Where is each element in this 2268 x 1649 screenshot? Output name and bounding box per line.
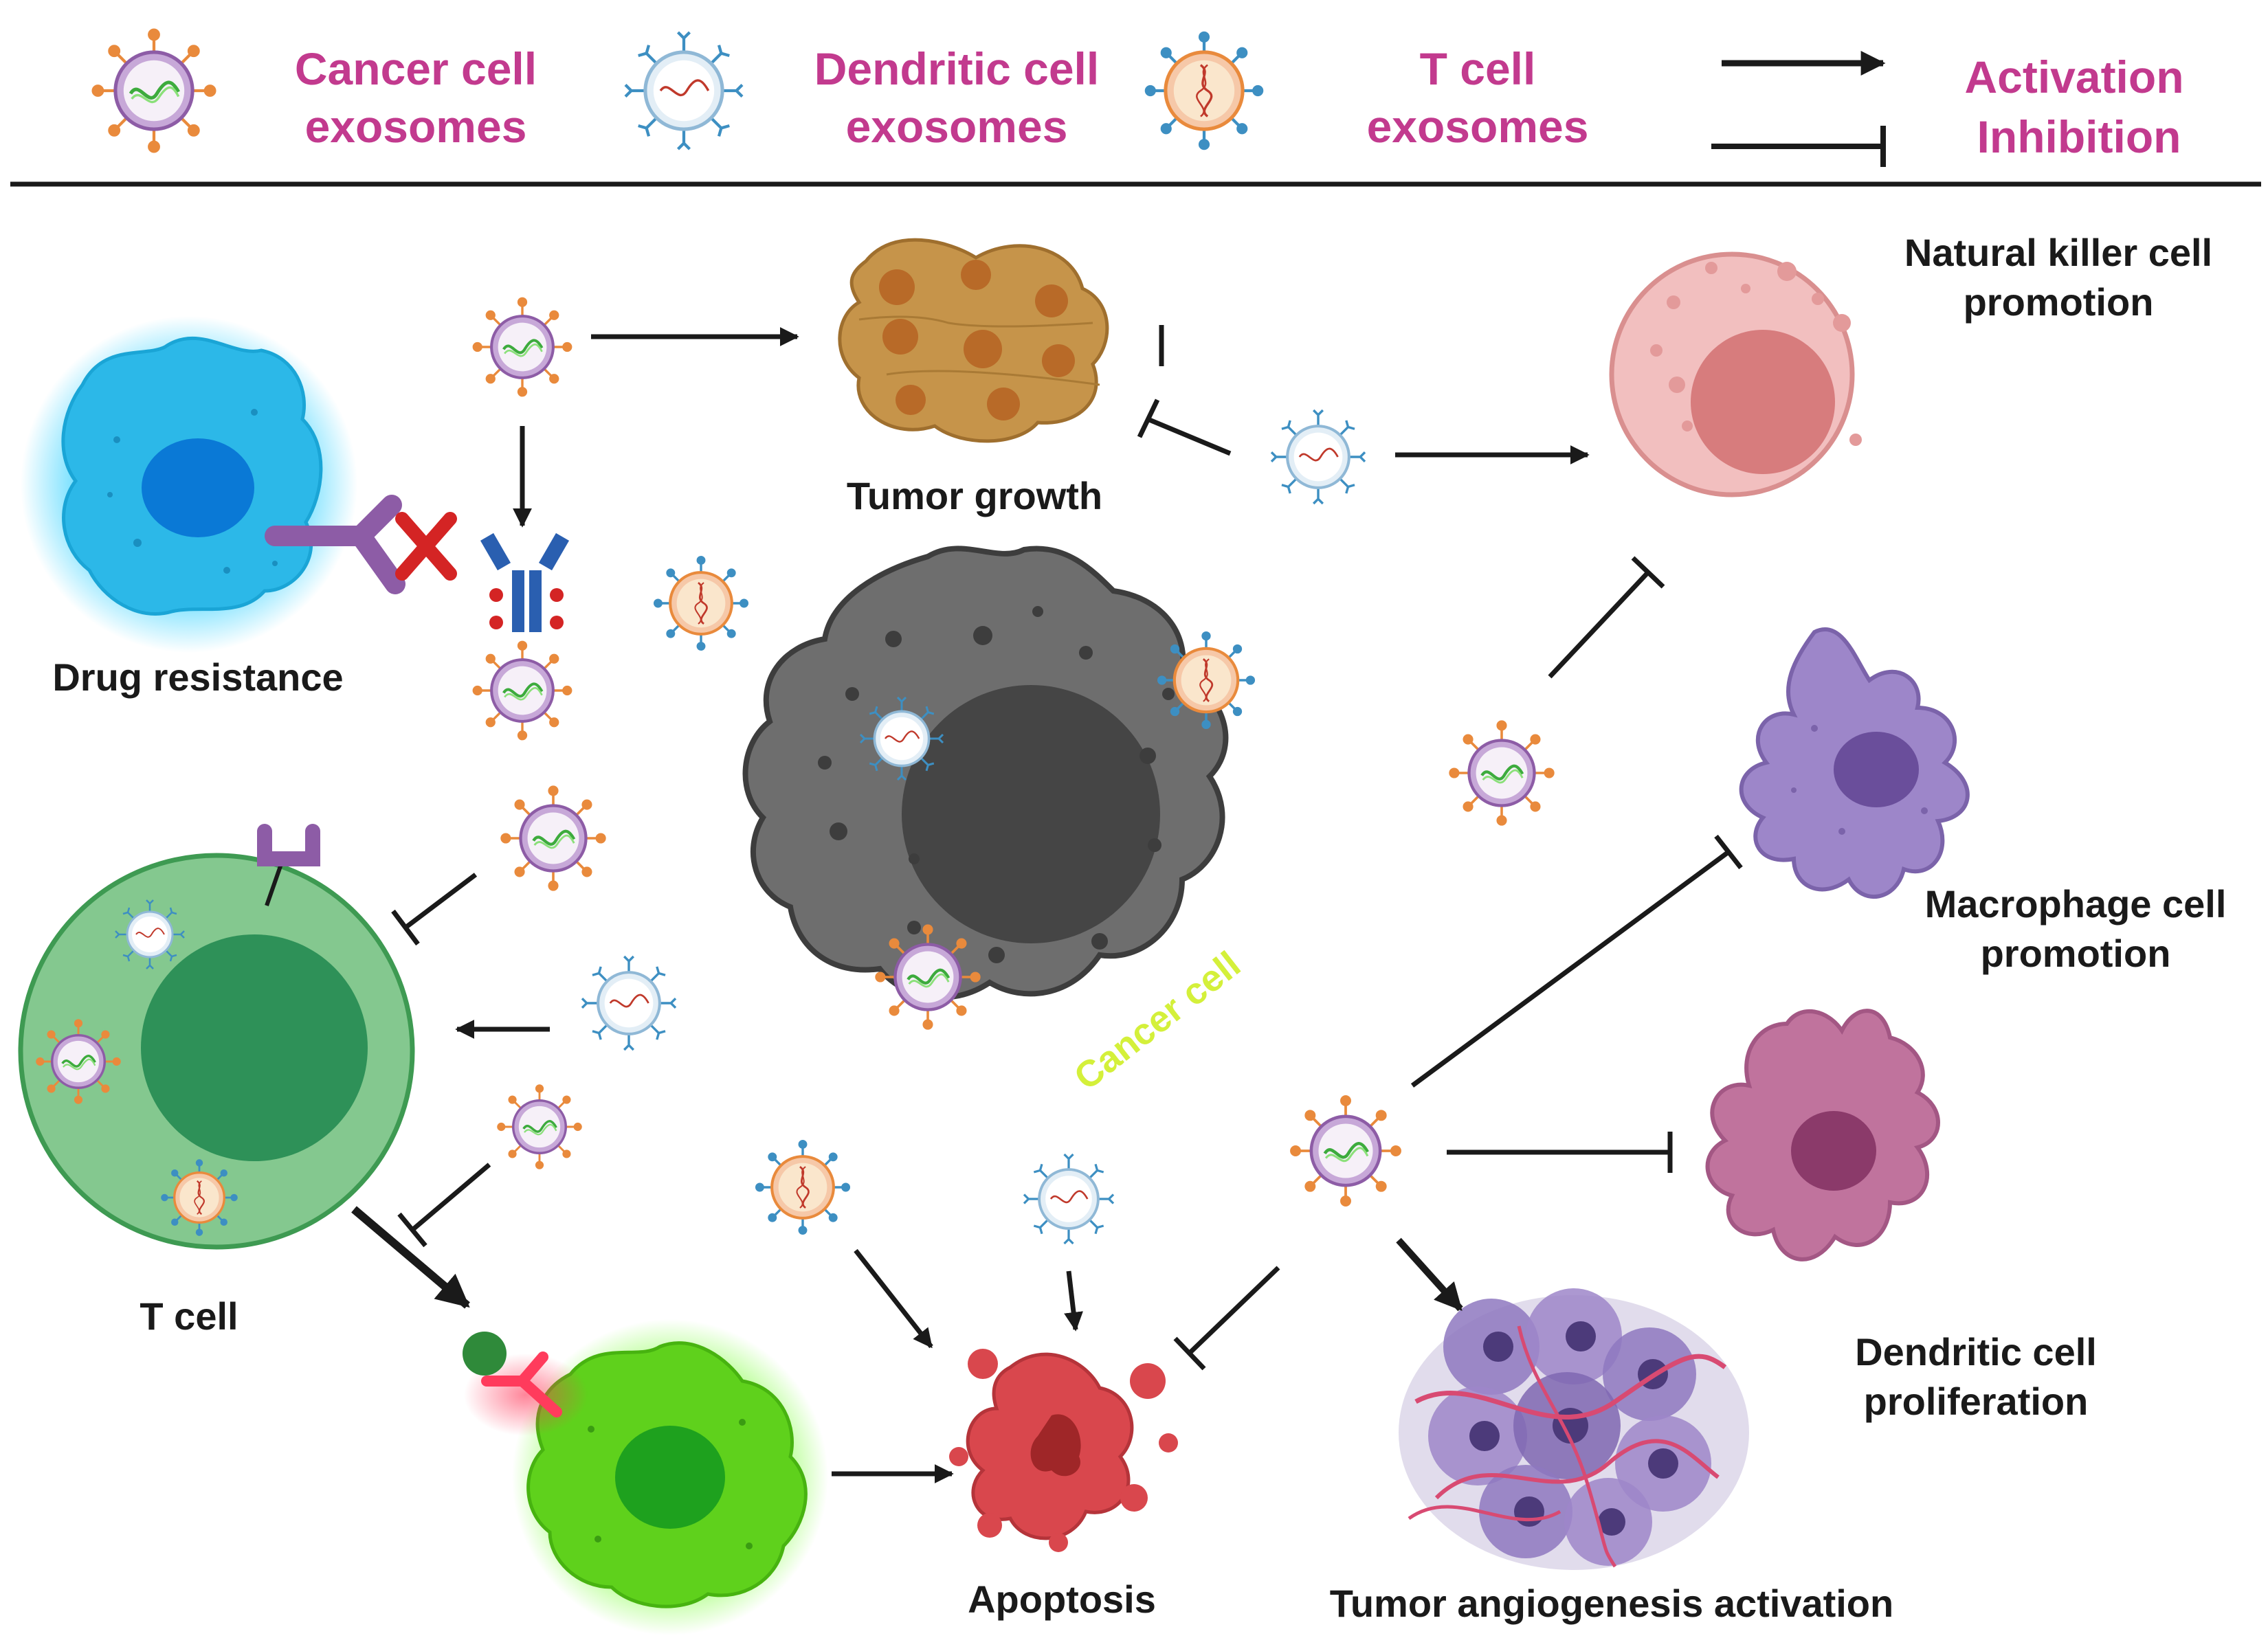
legend-activation-label: Activation xyxy=(1964,52,2184,102)
legend-dendritic-exosomes: Dendritic cell exosomes xyxy=(814,43,1100,152)
legend-inhibition-label: Inhibition xyxy=(1977,111,2181,162)
natural-killer-cell xyxy=(1609,251,1862,497)
inhibition-arrows xyxy=(391,325,1743,1371)
legend xyxy=(10,30,2261,187)
dendritic-exosome xyxy=(582,956,676,1050)
tumor-growth-label: Tumor growth xyxy=(846,474,1103,517)
antibody-icon xyxy=(480,532,570,632)
dendritic-proliferation-label: Dendritic cell proliferation xyxy=(1855,1330,2097,1423)
apoptosis-label: Apoptosis xyxy=(968,1578,1156,1621)
cancer-exosome xyxy=(1291,1097,1400,1205)
cancer-cell xyxy=(742,546,1254,1028)
cancer-exosome xyxy=(496,1084,583,1170)
tumor-growth-cluster xyxy=(838,238,1109,443)
cancer-exosome xyxy=(502,787,605,890)
t-cell xyxy=(18,824,415,1250)
t-exosome xyxy=(757,1141,849,1234)
natural-killer-label: Natural killer cell promotion xyxy=(1904,231,2213,324)
cancer-exosome xyxy=(474,642,570,739)
dendritic-exosome-legend-icon xyxy=(625,32,742,149)
legend-cancer-exosomes: Cancer cell exosomes xyxy=(294,43,537,152)
cancer-exosome-legend-icon xyxy=(93,30,215,152)
angiogenesis-label: Tumor angiogenesis activation xyxy=(1329,1582,1894,1625)
macrophage-label: Macrophage cell promotion xyxy=(1924,882,2227,975)
block-x-icon xyxy=(395,512,457,581)
drug-resistance-label: Drug resistance xyxy=(52,655,344,699)
tumor-angiogenesis xyxy=(1399,1288,1749,1570)
activation-arrows xyxy=(351,327,1590,1483)
bound-antibody-icon xyxy=(481,1351,562,1417)
apoptotic-cell xyxy=(949,1349,1178,1552)
t-cell-label: T cell xyxy=(140,1294,238,1338)
killed-target-cell xyxy=(463,1319,828,1635)
legend-t-exosomes: T cell exosomes xyxy=(1366,43,1589,152)
macrophage-cell xyxy=(1739,627,1970,899)
t-exosome xyxy=(655,557,748,650)
receptor-antibody-block xyxy=(265,495,570,632)
cancer-exosome xyxy=(474,298,570,395)
dendritic-exosome xyxy=(1023,1153,1115,1245)
t-exosome-legend-icon xyxy=(1146,33,1262,148)
dendritic-exosome xyxy=(1271,410,1365,504)
cancer-exosome xyxy=(1450,721,1553,824)
antigen-icon xyxy=(463,1332,507,1376)
inhibition-arrow-icon xyxy=(1711,126,1886,167)
dendritic-cell xyxy=(1705,1009,1940,1261)
drug-resistant-cell xyxy=(21,316,357,653)
t-cell-receptor-icon xyxy=(257,824,320,866)
